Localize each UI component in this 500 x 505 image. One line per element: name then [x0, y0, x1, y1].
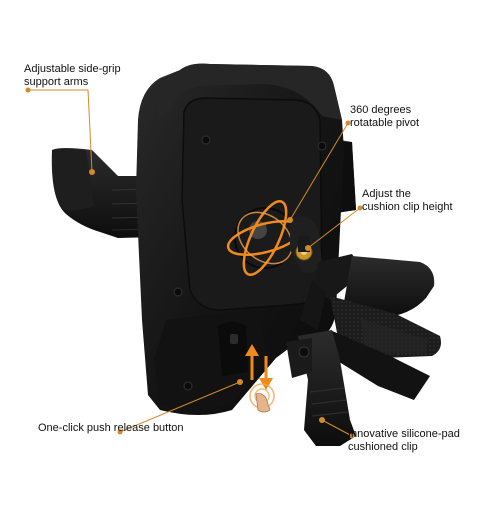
pivot-callout-line2: rotatable pivot: [350, 117, 420, 129]
clip-height-callout-line1: Adjust the: [362, 188, 411, 200]
side-grip-callout: Adjustable side-grip support arms: [24, 63, 121, 89]
leader-dots: [25, 87, 363, 439]
clip-height-callout: Adjust the cushion clip height: [362, 188, 453, 214]
cushion-clip-height-adjuster: [290, 216, 322, 273]
pivot-callout-line1: 360 degrees: [350, 104, 412, 116]
clamp-post: [286, 330, 356, 446]
silicone-clip-callout: Innovative silicone-pad cushioned clip: [348, 428, 460, 454]
release-callout: One-click push release button: [38, 422, 184, 435]
side-grip-callout-line2: support arms: [24, 76, 89, 88]
silicone-clip-callout-line1: Innovative silicone-pad: [348, 428, 460, 440]
clip-height-callout-line2: cushion clip height: [362, 201, 453, 213]
silicone-clip-callout-line2: cushioned clip: [348, 441, 418, 453]
cradle-body: [136, 63, 344, 415]
vent-clip: [300, 254, 441, 400]
leader-lines: [28, 89, 361, 437]
finger-press-icon: [249, 383, 275, 413]
side-grip-callout-line1: Adjustable side-grip: [24, 63, 121, 75]
release-callout-line1: One-click push release button: [38, 422, 184, 434]
pivot-callout: 360 degrees rotatable pivot: [350, 104, 419, 130]
